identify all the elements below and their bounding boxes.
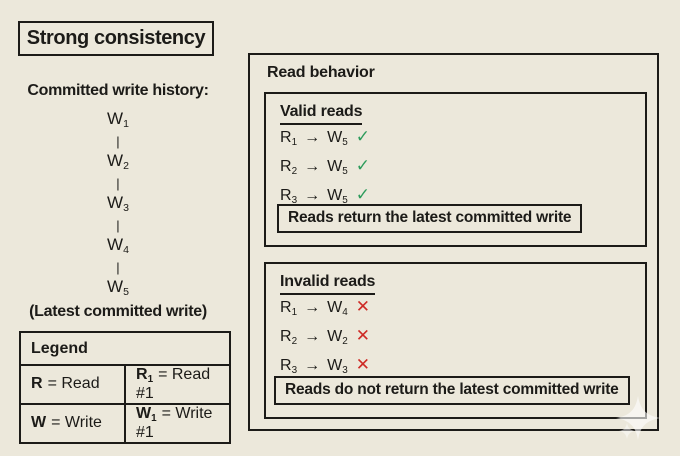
cross-icon: ✕ — [355, 325, 370, 346]
page-title: Strong consistency — [26, 27, 206, 49]
valid-reads-heading: Valid reads — [280, 103, 362, 125]
write-node: W1 — [107, 109, 129, 130]
read-behavior-panel: Read behavior Valid reads R1→W5✓ R2→W5✓ … — [248, 53, 659, 431]
chain-connector: | — [116, 260, 120, 276]
legend-cell-write1: W1= Write #1 — [124, 402, 231, 444]
chain-connector: | — [116, 134, 120, 150]
legend-cell-read: R= Read — [19, 364, 126, 405]
invalid-read-row: R2→W2✕ — [280, 325, 370, 347]
write-node: W2 — [107, 150, 129, 172]
write-node: W4 — [107, 234, 129, 256]
write-node: W3 — [107, 192, 129, 214]
latest-write-caption: (Latest committed write) — [29, 303, 207, 321]
legend-cell-write: W= Write — [19, 402, 126, 444]
legend-heading: Legend — [19, 331, 231, 366]
valid-read-row: R2→W5✓ — [280, 155, 370, 177]
invalid-read-row: R3→W3✕ — [280, 354, 370, 376]
chain-connector: | — [116, 176, 120, 192]
table-row: W= Write W1= Write #1 — [19, 402, 231, 444]
arrow-icon: → — [304, 186, 321, 204]
sparkle-watermark-icon — [616, 396, 660, 440]
arrow-icon: → — [304, 299, 321, 316]
write-history-heading: Committed write history: — [27, 82, 209, 99]
invalid-reads-box: Invalid reads R1→W4✕ R2→W2✕ R3→W3✕ Reads… — [264, 262, 647, 419]
legend-table: Legend R= Read R1= Read #1 W= Write W1= … — [19, 331, 231, 444]
arrow-icon: → — [304, 356, 321, 374]
cross-icon: ✕ — [355, 297, 370, 317]
invalid-reads-heading: Invalid reads — [280, 273, 375, 295]
arrow-icon: → — [304, 129, 321, 146]
write-history-section: Committed write history: W1 | W2 | W3 | … — [16, 82, 220, 321]
write-node: W5 — [107, 276, 129, 298]
check-icon: ✓ — [355, 155, 370, 176]
invalid-reads-caption: Reads do not return the latest committed… — [274, 376, 630, 405]
chain-connector: | — [116, 218, 120, 234]
legend-cell-read1: R1= Read #1 — [124, 364, 231, 405]
valid-read-row: R1→W5✓ — [280, 127, 370, 148]
check-icon: ✓ — [355, 127, 370, 147]
valid-read-row: R3→W5✓ — [280, 184, 370, 206]
table-row: R= Read R1= Read #1 — [19, 364, 231, 405]
title-box: Strong consistency — [18, 21, 214, 56]
check-icon: ✓ — [355, 184, 370, 205]
read-behavior-heading: Read behavior — [267, 64, 375, 81]
arrow-icon: → — [304, 327, 321, 345]
valid-reads-box: Valid reads R1→W5✓ R2→W5✓ R3→W5✓ Reads r… — [264, 92, 647, 247]
legend-header-row: Legend — [19, 331, 231, 366]
arrow-icon: → — [304, 157, 321, 175]
write-history-chain: W1 | W2 | W3 | W4 | W5 — [16, 109, 220, 301]
cross-icon: ✕ — [355, 354, 370, 375]
invalid-read-row: R1→W4✕ — [280, 297, 370, 318]
valid-reads-caption: Reads return the latest committed write — [277, 204, 583, 233]
